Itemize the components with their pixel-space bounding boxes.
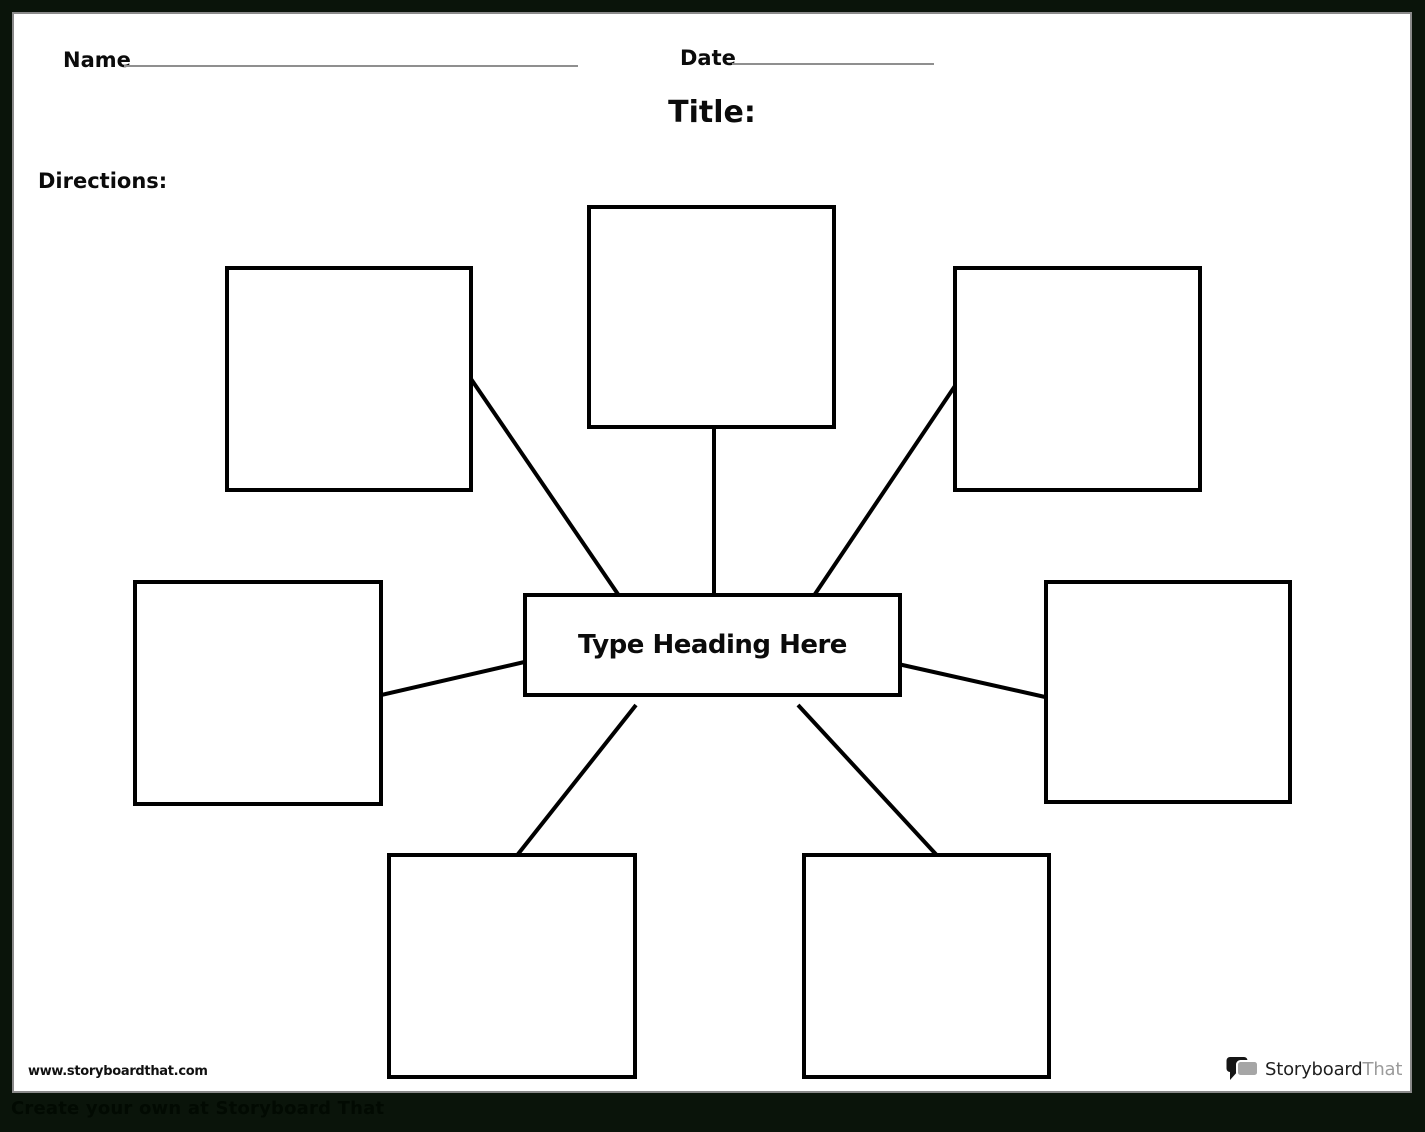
name-fill-line[interactable] <box>124 65 578 67</box>
logo-text-storyboard: Storyboard <box>1265 1058 1363 1080</box>
center-heading-text: Type Heading Here <box>578 630 847 660</box>
footer-tagline: Create your own at Storyboard That <box>11 1098 385 1119</box>
center-heading-box[interactable]: Type Heading Here <box>523 593 902 697</box>
spoke-box-bottom-left[interactable] <box>387 853 637 1079</box>
connector-lines <box>376 374 1055 865</box>
worksheet-page: Name Date Title: Directions: Type Headin… <box>12 12 1412 1093</box>
spoke-box-top-center[interactable] <box>587 205 836 429</box>
storyboardthat-logo: StoryboardThat <box>1226 1056 1402 1082</box>
date-label: Date <box>680 46 736 70</box>
date-fill-line[interactable] <box>732 63 934 65</box>
spoke-box-top-left[interactable] <box>225 266 473 492</box>
logo-text: StoryboardThat <box>1265 1059 1402 1080</box>
connector-bottom-left <box>509 703 638 865</box>
connector-top-left <box>467 374 626 605</box>
spoke-box-bottom-right[interactable] <box>802 853 1051 1079</box>
title-label: Title: <box>668 95 756 130</box>
name-label: Name <box>63 48 131 72</box>
spoke-box-mid-left[interactable] <box>133 580 383 806</box>
spoke-box-mid-right[interactable] <box>1044 580 1292 804</box>
spoke-box-top-right[interactable] <box>953 266 1202 492</box>
directions-label: Directions: <box>38 169 168 193</box>
connector-bottom-right <box>796 703 946 865</box>
speech-bubbles-icon <box>1226 1057 1259 1080</box>
connector-mid-right <box>897 662 1055 701</box>
connector-mid-left <box>376 658 534 698</box>
logo-text-that: That <box>1362 1058 1403 1080</box>
connector-top-right <box>807 375 963 605</box>
website-url: www.storyboardthat.com <box>28 1064 208 1079</box>
